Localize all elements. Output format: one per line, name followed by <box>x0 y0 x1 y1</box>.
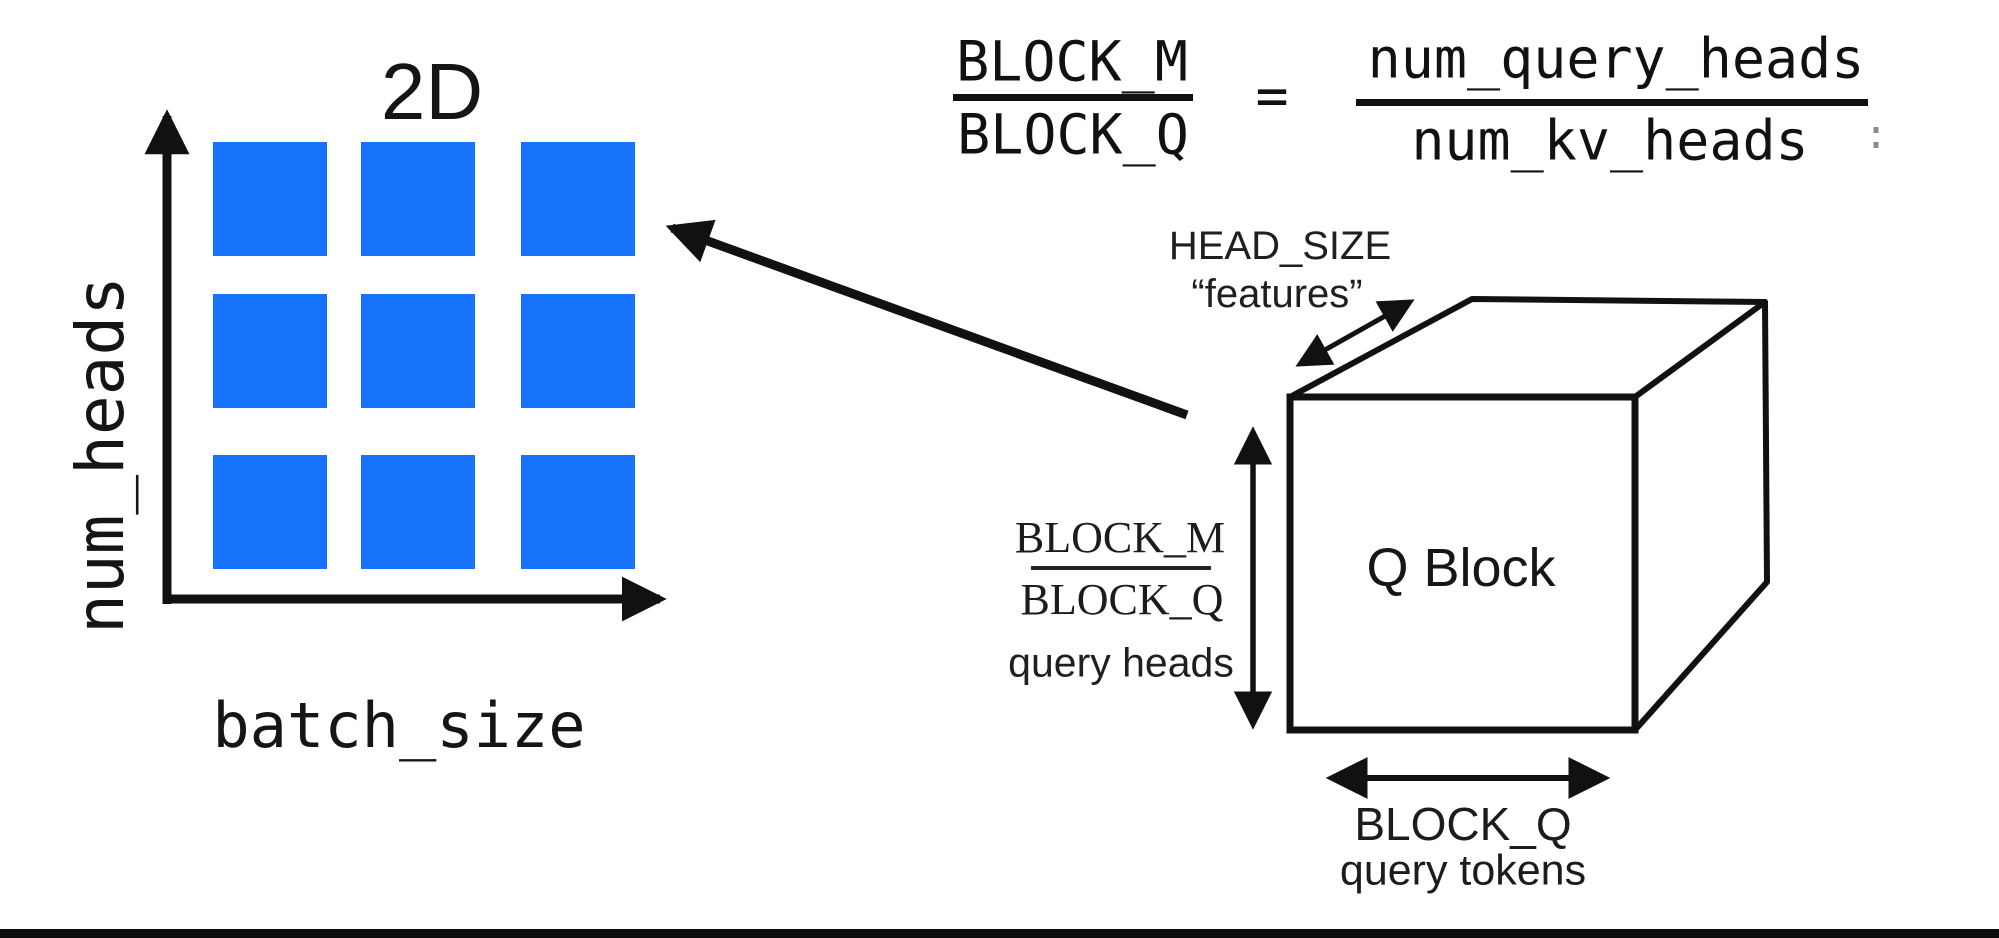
grid-cell <box>361 294 475 408</box>
grid-title: 2D <box>380 47 484 136</box>
height-fraction-denominator: BLOCK_Q <box>1020 575 1224 624</box>
query-tokens-caption: query tokens <box>1339 846 1587 895</box>
bottom-edge-bar <box>0 929 1999 938</box>
grid-cell <box>521 294 635 408</box>
formula-rhs-denominator: num_kv_heads <box>1411 108 1809 173</box>
formula-equals-sign: = <box>1255 63 1289 128</box>
formula-rhs-fraction-bar <box>1356 99 1868 106</box>
grid-cell <box>213 455 327 569</box>
features-alias-label: “features” <box>1191 272 1363 316</box>
formula-lhs-numerator: BLOCK_M <box>956 29 1188 94</box>
query-heads-caption: query heads <box>1008 639 1234 686</box>
formula-lhs-fraction-bar <box>953 94 1193 101</box>
grid-cell <box>521 142 635 256</box>
cube-to-grid-arrow <box>665 219 1189 420</box>
grid-cell <box>213 142 327 256</box>
formula-rhs-numerator: num_query_heads <box>1367 26 1865 91</box>
cube-front-face <box>1286 393 1639 734</box>
grid-cell <box>521 455 635 569</box>
height-fraction-numerator: BLOCK_M <box>1014 513 1226 562</box>
height-fraction-bar <box>1031 566 1211 570</box>
head-size-dimension-arrow <box>1295 299 1415 367</box>
y-axis-label: num_heads <box>62 276 139 634</box>
formula-lhs-denominator: BLOCK_Q <box>957 102 1189 167</box>
x-axis-label: batch_size <box>212 689 586 762</box>
head-size-label: HEAD_SIZE <box>1168 224 1392 268</box>
stray-colon-artifact: : <box>1863 112 1889 158</box>
block-q-width-label: BLOCK_Q <box>1354 798 1572 850</box>
q-block-face-label: Q Block <box>1366 538 1556 598</box>
grid-cell <box>361 142 475 256</box>
grid-cell <box>213 294 327 408</box>
grid-cell <box>361 455 475 569</box>
